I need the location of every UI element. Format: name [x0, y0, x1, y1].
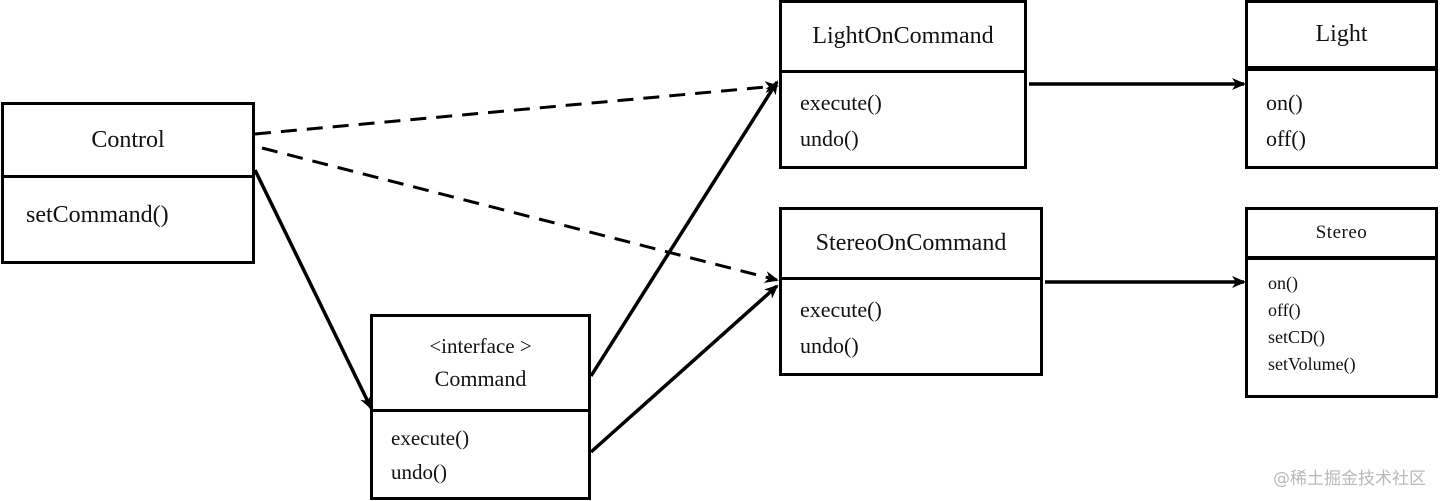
- class-name: StereoOnCommand: [815, 230, 1007, 257]
- class-header: Stereo: [1248, 210, 1435, 260]
- method-execute: execute(): [800, 297, 882, 322]
- arrow-control-to-stereooncommand: [261, 146, 779, 283]
- class-box-stereooncommand: StereoOnCommand execute() undo(): [779, 207, 1043, 376]
- arrow-command-to-stereooncommand: [589, 284, 779, 454]
- class-header: StereoOnCommand: [782, 210, 1040, 280]
- method-on: on(): [1268, 273, 1298, 293]
- method-off: off(): [1266, 126, 1306, 152]
- method-setvolume: setVolume(): [1268, 354, 1356, 374]
- class-name: Control: [91, 126, 165, 153]
- interface-stereotype: <interface >: [429, 333, 532, 358]
- class-methods: setCommand(): [4, 178, 252, 261]
- method-undo: undo(): [391, 459, 447, 484]
- method-undo: undo(): [800, 126, 859, 152]
- class-header: <interface > Command: [373, 317, 588, 412]
- class-methods: execute() undo(): [782, 280, 1040, 373]
- class-box-command: <interface > Command execute() undo(): [370, 314, 591, 500]
- class-box-control: Control setCommand(): [1, 102, 255, 264]
- method-on: on(): [1266, 90, 1303, 115]
- class-methods: execute() undo(): [782, 73, 1024, 166]
- method-off: off(): [1268, 300, 1301, 320]
- watermark: @稀土掘金技术社区: [1273, 469, 1426, 489]
- class-box-lightoncommand: LightOnCommand execute() undo(): [779, 0, 1027, 169]
- class-name: LightOnCommand: [812, 23, 994, 50]
- arrow-command-to-lightoncommand: [589, 80, 779, 377]
- arrow-control-to-command: [253, 169, 373, 410]
- class-name: Command: [434, 366, 527, 392]
- method-undo: undo(): [800, 333, 859, 359]
- method-execute: execute(): [391, 426, 470, 450]
- method-execute: execute(): [800, 90, 882, 115]
- class-methods: on() off(): [1248, 71, 1435, 166]
- arrow-control-to-lightoncommand: [254, 81, 779, 136]
- class-header: Control: [4, 105, 252, 178]
- method-setcd: setCD(): [1268, 327, 1325, 347]
- class-name: Light: [1315, 21, 1368, 48]
- class-methods: execute() undo(): [373, 412, 588, 497]
- class-box-light: Light on() off(): [1245, 0, 1438, 169]
- class-box-stereo: Stereo on() off() setCD() setVolume(): [1245, 207, 1438, 398]
- class-header: LightOnCommand: [782, 3, 1024, 73]
- class-header: Light: [1248, 3, 1435, 71]
- method-setcommand: setCommand(): [26, 202, 169, 228]
- class-name: Stereo: [1315, 221, 1368, 243]
- class-methods: on() off() setCD() setVolume(): [1248, 260, 1435, 395]
